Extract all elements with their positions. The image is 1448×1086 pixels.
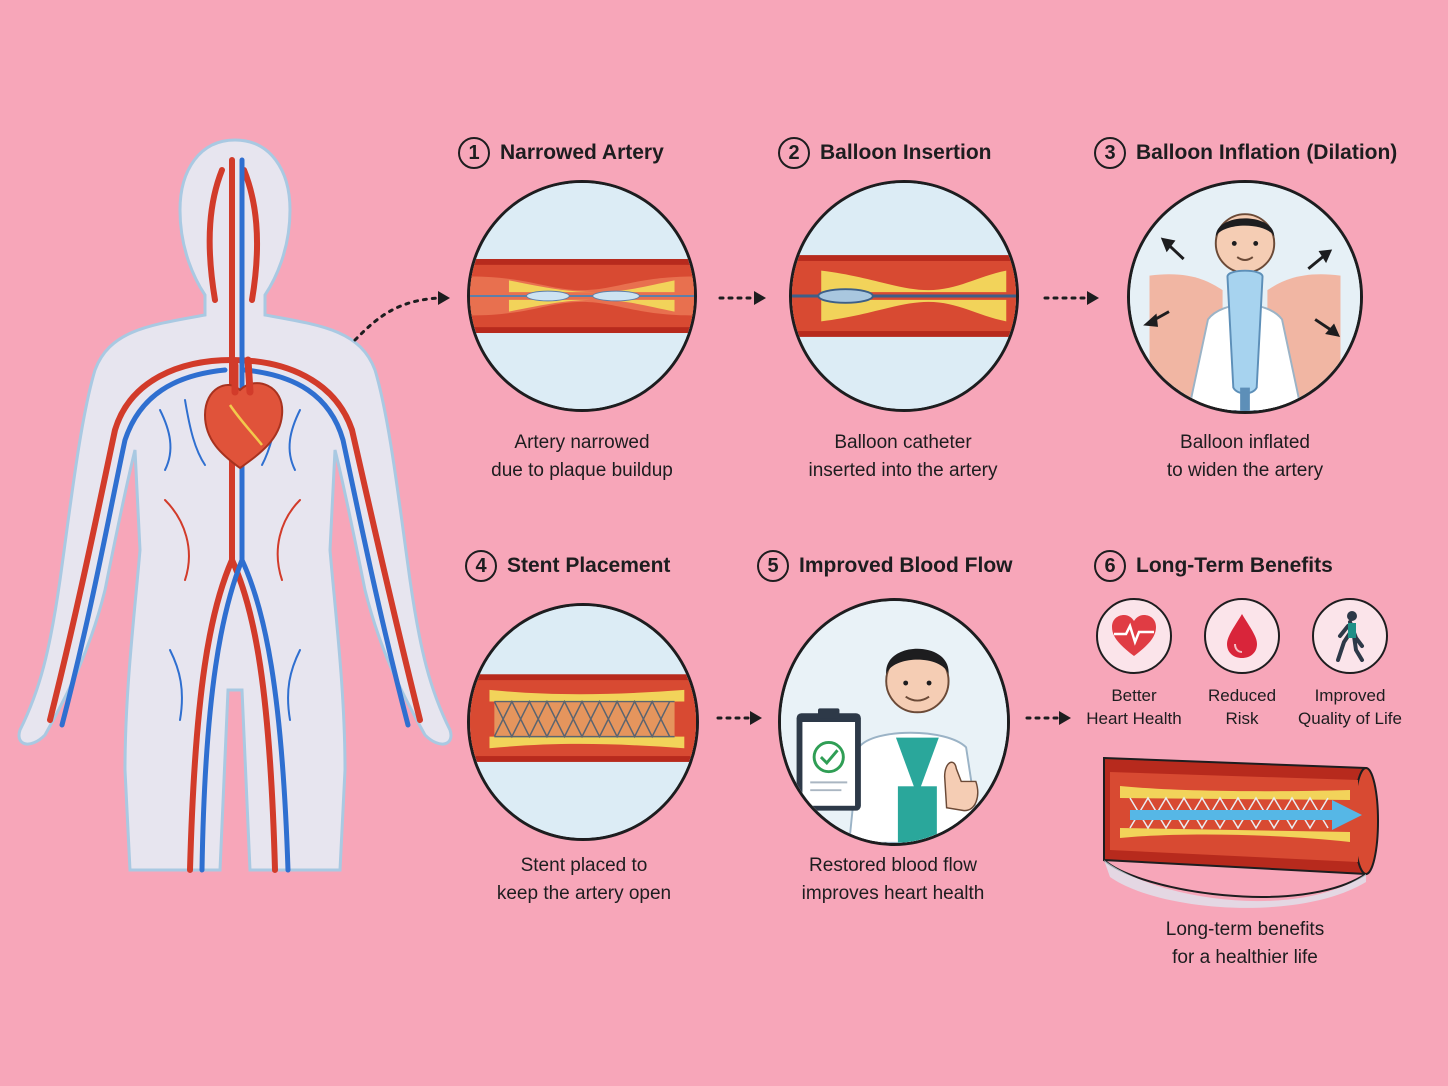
dotted-arrow-step2-to-step3 [1043,291,1099,305]
dotted-arrow-body-to-step1 [353,291,450,342]
step-title-text: Narrowed Artery [500,141,664,164]
improved-blood-flow-illustration [778,598,1010,846]
step-title-text: Balloon Inflation (Dilation) [1136,141,1398,164]
benefit-better-heart-health: Better Heart Health [1074,598,1194,730]
step-4-caption: Stent placed to keep the artery open [496,855,672,904]
balloon-inflation-illustration [1127,180,1363,414]
step-6-title: 6 Long-Term Benefits [1094,550,1333,582]
step-number-badge: 3 [1094,137,1126,169]
step-title-text: Stent Placement [507,554,671,577]
step-1-caption: Artery narrowed due to plaque buildup [491,432,673,481]
step-1-title: 1 Narrowed Artery [458,137,664,169]
blood-drop-icon [1204,598,1280,674]
step-number-badge: 4 [465,550,497,582]
step-3-title: 3 Balloon Inflation (Dilation) [1094,137,1397,169]
healthy-artery-with-stent-illustration [1103,756,1379,908]
step-4-title: 4 Stent Placement [465,550,670,582]
human-circulatory-system-illustration [17,138,453,873]
step-title-text: Improved Blood Flow [799,554,1013,577]
step-5-title: 5 Improved Blood Flow [757,550,1013,582]
dotted-arrow-step4-to-step5 [716,711,762,725]
step-2-title: 2 Balloon Insertion [778,137,992,169]
step-title-text: Long-Term Benefits [1136,554,1333,577]
step-number-badge: 6 [1094,550,1126,582]
step-6-caption: Long-term benefits for a healthier life [1165,919,1325,968]
benefit-reduced-risk: Reduced Risk [1182,598,1302,730]
step-number-badge: 1 [458,137,490,169]
step-title-text: Balloon Insertion [820,141,992,164]
heart-icon [203,356,284,470]
balloon-insertion-illustration [789,180,1019,412]
step-number-badge: 5 [757,550,789,582]
step-5-caption: Restored blood flow improves heart healt… [801,855,985,904]
dotted-arrow-step1-to-step2 [718,291,766,305]
narrowed-artery-illustration [467,180,697,412]
dotted-arrow-step5-to-step6 [1025,711,1071,725]
walking-person-icon [1312,598,1388,674]
step-3-caption: Balloon inflated to widen the artery [1166,432,1324,481]
heart-pulse-icon [1096,598,1172,674]
step-2-caption: Balloon catheter inserted into the arter… [808,432,998,481]
step-number-badge: 2 [778,137,810,169]
stent-placement-illustration [467,603,699,841]
benefit-improved-quality-of-life: Improved Quality of Life [1290,598,1410,730]
